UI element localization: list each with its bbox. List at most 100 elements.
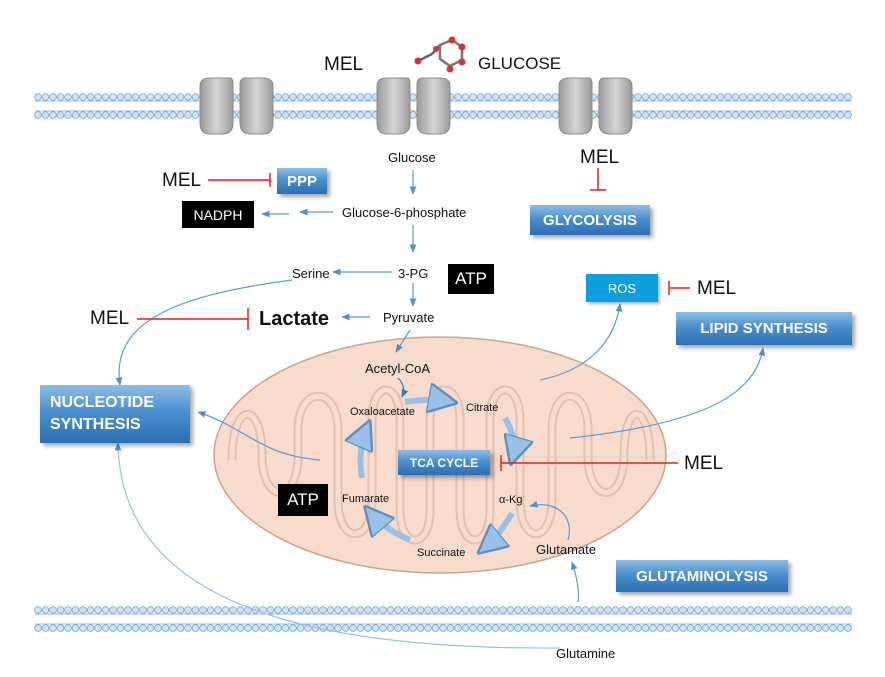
membrane-bead [349,93,357,101]
membrane-bead [154,93,162,101]
membrane-bead [41,606,50,614]
membrane-bead [161,111,170,119]
membrane-bead [71,111,80,119]
membrane-bead [79,111,87,119]
membrane-bead [236,606,245,614]
membrane-bead [709,606,717,614]
membrane-bead [79,606,87,614]
membrane-bead [454,111,462,119]
membrane-bead [64,93,72,101]
membrane-bead [394,624,402,632]
membrane-bead [799,624,807,632]
membrane-bead [124,606,132,614]
membrane-bead [206,624,215,632]
glutaminolysis-box: GLUTAMINOLYSIS [616,560,788,592]
alpha-kg: α-Kg [499,494,523,506]
membrane-bead [829,111,837,119]
membrane-bead [274,606,282,614]
membrane-bead [829,606,837,614]
membrane-bead [536,606,545,614]
membrane-bead [281,111,290,119]
membrane-bead [131,93,140,101]
membrane-bead [769,111,777,119]
membrane-bead [364,93,372,101]
membrane-bead [836,111,845,119]
membrane-bead [146,93,155,101]
membrane-bead [566,624,575,632]
membrane-bead [799,606,807,614]
membrane-bead [791,606,800,614]
membrane-bead [371,606,380,614]
membrane-bead [506,93,515,101]
membrane-bead [41,624,50,632]
membrane-bead [349,606,357,614]
membrane-bead [379,624,387,632]
membrane-bead [169,624,177,632]
membrane-bead [446,624,455,632]
membrane-bead [56,111,65,119]
membrane-bead [116,606,125,614]
membrane-bead [716,93,725,101]
membrane-bead [229,624,237,632]
membrane-bead [739,111,747,119]
membrane-bead [686,606,695,614]
membrane-bead [754,606,762,614]
membrane-bead [409,111,417,119]
membrane-bead [454,606,462,614]
glycolysis-box: GLYCOLYSIS [530,205,650,235]
membrane-bead [356,624,365,632]
membrane-bead [649,111,657,119]
membrane-bead [806,606,815,614]
membrane-bead [154,606,162,614]
membrane-bead [671,606,680,614]
tca-cycle-arrows [360,400,513,550]
acetyl-coa: Acetyl-CoA [365,361,431,376]
membrane-bead [176,111,185,119]
membrane-bead [349,624,357,632]
membrane-bead [124,624,132,632]
membrane-bead [326,93,335,101]
membrane-bead [94,93,102,101]
membrane-bead [326,606,335,614]
membrane-bead [551,111,560,119]
membrane-bead [746,606,755,614]
membrane-bead [844,93,852,101]
membrane-bead [724,111,732,119]
membrane-bead [274,624,282,632]
membrane-bead [161,606,170,614]
membrane-bead [184,93,192,101]
ppp-box: PPP [277,168,327,194]
membrane-bead [739,606,747,614]
membrane-bead [191,111,200,119]
membrane-bead [709,624,717,632]
membrane-bead [701,93,710,101]
membrane-bead [454,93,462,101]
membrane-bead [184,624,192,632]
membrane-bead [461,111,470,119]
citrate: Citrate [466,402,499,414]
mel-ppp-label: MEL [162,170,202,191]
membrane-bead [101,93,110,101]
membrane-bead [64,111,72,119]
membrane-bead [619,624,627,632]
membrane-bead [319,93,327,101]
membrane-bead [484,624,492,632]
membrane-bead [664,111,672,119]
membrane-bead [544,93,552,101]
membrane-bead [769,93,777,101]
glutamate: Glutamate [536,542,596,557]
membrane-bead [701,624,710,632]
membrane-bead [341,111,350,119]
membrane-bead [566,606,575,614]
membrane-bead [289,624,297,632]
glucose-molecule-icon [414,36,466,73]
membrane-bead [746,111,755,119]
membrane-bead [679,93,687,101]
membrane-bead [289,606,297,614]
membrane-bead [754,93,762,101]
membrane-bead [844,624,852,632]
membrane-bead [806,624,815,632]
membrane-bead [379,606,387,614]
mel-label: MEL [324,54,364,75]
membrane-bead [304,606,312,614]
